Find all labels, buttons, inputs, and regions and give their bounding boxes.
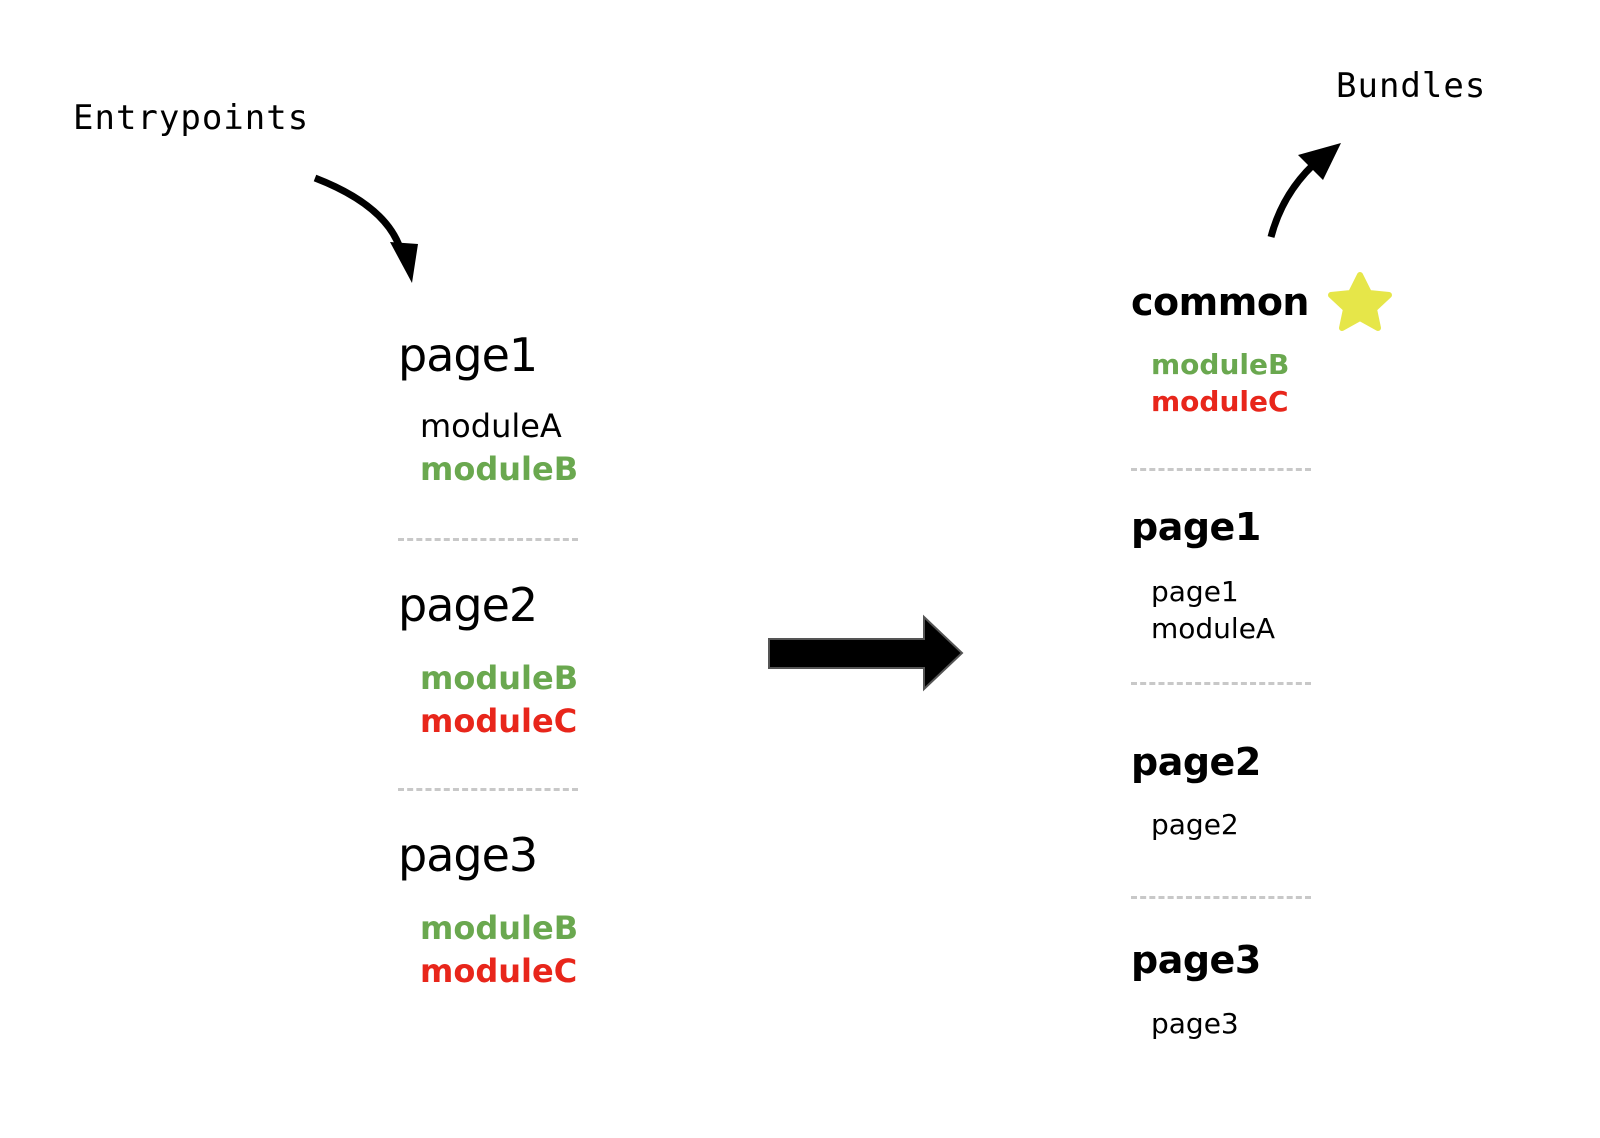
bundle-page1-module-page1: page1	[1151, 575, 1239, 608]
entrypoint-page1-module-b: moduleB	[420, 450, 579, 488]
bundle-title-common: common	[1131, 280, 1309, 324]
bundle-divider-2	[1131, 682, 1311, 685]
bundle-common-module-b: moduleB	[1151, 348, 1290, 381]
bundle-title-page3: page3	[1131, 938, 1261, 982]
bundles-caption: Bundles	[1336, 66, 1487, 106]
entrypoint-divider-1	[398, 538, 578, 541]
bundle-divider-3	[1131, 896, 1311, 899]
bundle-title-page2: page2	[1131, 740, 1261, 784]
bundles-curved-arrow	[1267, 143, 1341, 238]
entrypoint-title-page3: page3	[398, 828, 538, 882]
entrypoint-divider-2	[398, 788, 578, 791]
entrypoint-page2-module-c: moduleC	[420, 702, 578, 740]
transform-arrow-icon	[768, 614, 964, 692]
entrypoints-curved-arrow	[313, 174, 418, 283]
bundle-page3-module-page3: page3	[1151, 1007, 1239, 1040]
star-icon	[1328, 272, 1392, 331]
entrypoint-page3-module-c: moduleC	[420, 952, 578, 990]
bundle-divider-1	[1131, 468, 1311, 471]
bundle-page2-module-page2: page2	[1151, 808, 1239, 841]
entrypoints-caption: Entrypoints	[73, 98, 310, 138]
entrypoint-page1-module-a: moduleA	[420, 407, 562, 445]
bundle-title-page1: page1	[1131, 505, 1261, 549]
entrypoint-page3-module-b: moduleB	[420, 909, 579, 947]
entrypoint-title-page2: page2	[398, 578, 538, 632]
bundle-common-module-c: moduleC	[1151, 385, 1289, 418]
bundle-page1-module-a: moduleA	[1151, 612, 1276, 645]
entrypoint-title-page1: page1	[398, 328, 538, 382]
entrypoint-page2-module-b: moduleB	[420, 659, 579, 697]
